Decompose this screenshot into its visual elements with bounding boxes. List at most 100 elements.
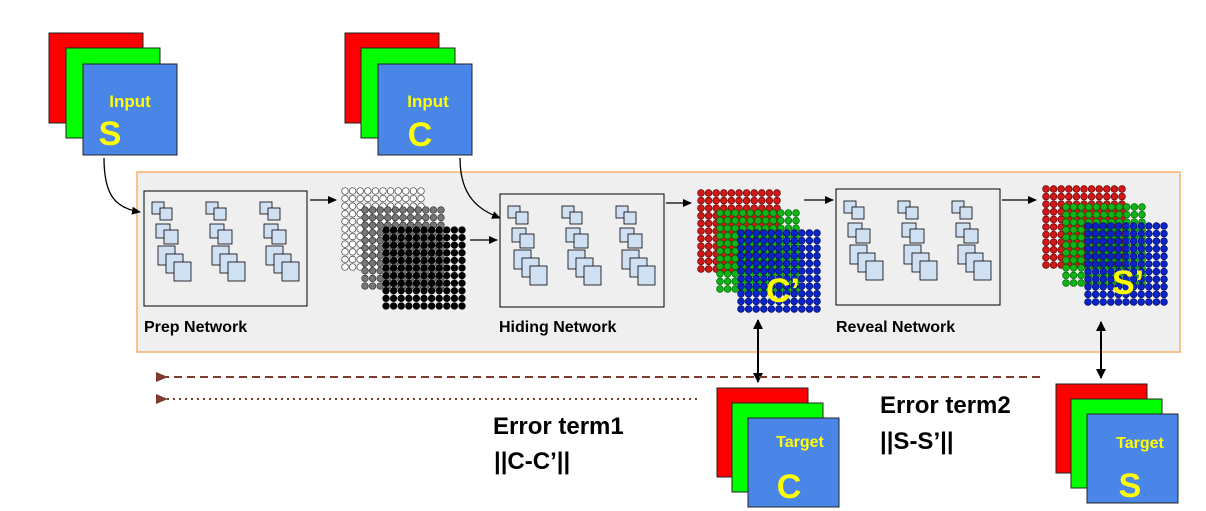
network-layer-card — [529, 265, 548, 286]
revealed-dot-green — [1123, 203, 1131, 211]
container-dot-blue — [760, 297, 768, 306]
revealed-dot-blue — [1160, 260, 1168, 268]
revealed-dot-green — [1077, 241, 1085, 249]
container-dot-green — [769, 209, 777, 217]
feature-dot-white — [364, 187, 372, 195]
revealed-dot-red — [1110, 192, 1119, 201]
revealed-dot-red — [1049, 185, 1058, 193]
revealed-dot-red — [1042, 253, 1050, 262]
revealed-dot-red — [1110, 185, 1119, 193]
feature-dot-white — [356, 232, 364, 241]
revealed-dot-red — [1087, 192, 1096, 201]
revealed-dot-green — [1085, 203, 1093, 211]
feature-dot-black — [435, 264, 443, 272]
container-image-grid — [697, 189, 821, 313]
revealed-dot-green — [1092, 203, 1101, 211]
container-dot-green — [723, 254, 732, 263]
feature-dot-gray — [368, 213, 377, 222]
container-dot-blue — [775, 259, 783, 268]
revealed-dot-blue — [1099, 237, 1107, 245]
container-dot-blue — [790, 305, 798, 313]
feature-dot-black — [405, 271, 413, 280]
feature-dot-black — [382, 279, 390, 287]
revealed-dot-red — [1095, 192, 1103, 201]
container-dot-green — [792, 216, 800, 225]
feature-dot-black — [450, 294, 459, 303]
container-dot-blue — [813, 267, 821, 275]
feature-dot-gray — [368, 221, 377, 229]
container-dot-blue — [744, 259, 753, 268]
container-dot-green — [716, 262, 724, 270]
feature-dot-black — [397, 264, 405, 272]
feature-dot-black — [443, 279, 451, 287]
revealed-dot-blue — [1091, 245, 1100, 253]
feature-dot-black — [420, 264, 428, 272]
arrow-input-cover-to-hiding — [459, 157, 501, 219]
container-dot-blue — [805, 305, 814, 313]
feature-dot-black — [427, 249, 436, 257]
network-layer-card — [281, 261, 300, 282]
revealed-dot-blue — [1091, 275, 1100, 283]
container-dot-green — [723, 247, 732, 255]
feature-dot-black — [389, 226, 398, 234]
feature-dot-gray — [406, 213, 415, 222]
revealed-dot-green — [1062, 210, 1070, 219]
feature-dot-gray — [376, 282, 384, 290]
revealed-dot-red — [1049, 238, 1058, 246]
container-dot-blue — [752, 252, 760, 260]
revealed-dot-green — [1077, 233, 1085, 242]
feature-dot-white — [348, 225, 357, 233]
container-dot-blue — [737, 274, 745, 283]
input-cover-blue-layer — [377, 63, 473, 156]
revealed-dot-blue — [1084, 298, 1092, 306]
feature-dot-black — [443, 271, 451, 280]
revealed-secret-grid — [1042, 185, 1168, 306]
container-dot-green — [739, 209, 747, 217]
feature-dot-gray — [422, 213, 430, 222]
container-dot-blue — [775, 229, 783, 237]
feature-dot-black — [389, 249, 398, 257]
prep-network-layers — [151, 201, 300, 282]
revealed-dot-green — [1077, 256, 1085, 264]
container-dot-red — [697, 212, 705, 220]
container-dot-blue — [760, 274, 768, 283]
feature-dot-white — [348, 240, 357, 248]
revealed-dot-blue — [1160, 283, 1168, 291]
revealed-dot-blue — [1122, 275, 1130, 283]
revealed-dot-green — [1062, 256, 1070, 264]
feature-dot-black — [427, 287, 436, 295]
revealed-dot-blue — [1160, 222, 1168, 230]
network-layer-card — [163, 229, 179, 245]
feature-dot-white — [409, 187, 418, 195]
container-dot-blue — [752, 236, 760, 245]
feature-dot-black — [450, 271, 459, 280]
container-dot-blue — [782, 305, 791, 313]
container-dot-blue — [805, 267, 814, 275]
container-dot-red — [720, 196, 728, 205]
revealed-dot-red — [1042, 200, 1050, 208]
feature-dot-black — [458, 302, 466, 310]
container-dot-blue — [752, 229, 760, 237]
feature-dot-gray — [368, 259, 377, 267]
arrow-input-secret-to-prep — [103, 157, 141, 215]
container-dot-blue — [737, 267, 745, 275]
revealed-dot-green — [1069, 271, 1078, 280]
container-dot-blue — [760, 229, 768, 237]
container-dot-blue — [782, 244, 791, 252]
container-dot-green — [723, 209, 732, 217]
revealed-dot-green — [1062, 233, 1070, 242]
feature-dot-black — [435, 226, 443, 234]
revealed-dot-red — [1042, 238, 1050, 246]
revealed-dot-green — [1062, 264, 1070, 272]
container-dot-blue — [790, 290, 798, 298]
revealed-dot-green — [1069, 264, 1078, 272]
feature-dot-gray — [368, 244, 377, 252]
feature-dot-black — [443, 302, 451, 310]
feature-dot-white — [341, 255, 349, 264]
revealed-dot-blue — [1084, 283, 1092, 291]
revealed-dot-blue — [1122, 245, 1130, 253]
feature-dot-gray — [391, 206, 400, 214]
revealed-dot-red — [1042, 215, 1050, 224]
revealed-dot-blue — [1091, 229, 1100, 238]
feature-dot-gray — [368, 206, 377, 214]
